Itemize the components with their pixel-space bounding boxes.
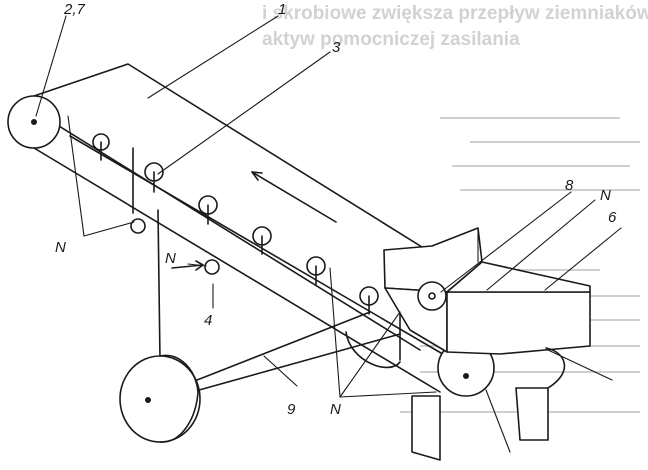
idler-rollers <box>92 133 432 336</box>
background-text-line1: i skrobiowe zwiększa przepływ ziemniaków <box>262 3 648 24</box>
conveyor-belt <box>33 63 442 393</box>
motor-pulley <box>119 209 401 443</box>
label-n-left: N <box>55 239 66 256</box>
label-belt: 1 <box>278 1 286 18</box>
background-text-line2: aktyw pomocniczej zasilania <box>262 29 520 50</box>
label-idler-lower: 4 <box>204 312 212 329</box>
label-hopper-n: N <box>600 187 611 204</box>
hopper <box>383 227 591 355</box>
support-legs <box>345 331 566 461</box>
label-drive-drum: 2,7 <box>63 1 86 18</box>
return-roller <box>204 259 220 275</box>
label-hopper-roller: 8 <box>565 177 574 194</box>
return-roller <box>130 218 146 234</box>
label-n-bottom: N <box>330 401 341 418</box>
drive-drum <box>7 95 61 149</box>
callout-labels: 2,7 1 3 N N 4 8 N 6 9 N <box>55 1 617 418</box>
label-n-mid: N <box>165 250 176 267</box>
label-idler-upper: 3 <box>332 39 341 56</box>
label-hopper: 6 <box>608 209 617 226</box>
leader-lines <box>35 15 622 453</box>
direction-arrow <box>251 171 337 223</box>
label-drive-belt: 9 <box>287 401 296 418</box>
